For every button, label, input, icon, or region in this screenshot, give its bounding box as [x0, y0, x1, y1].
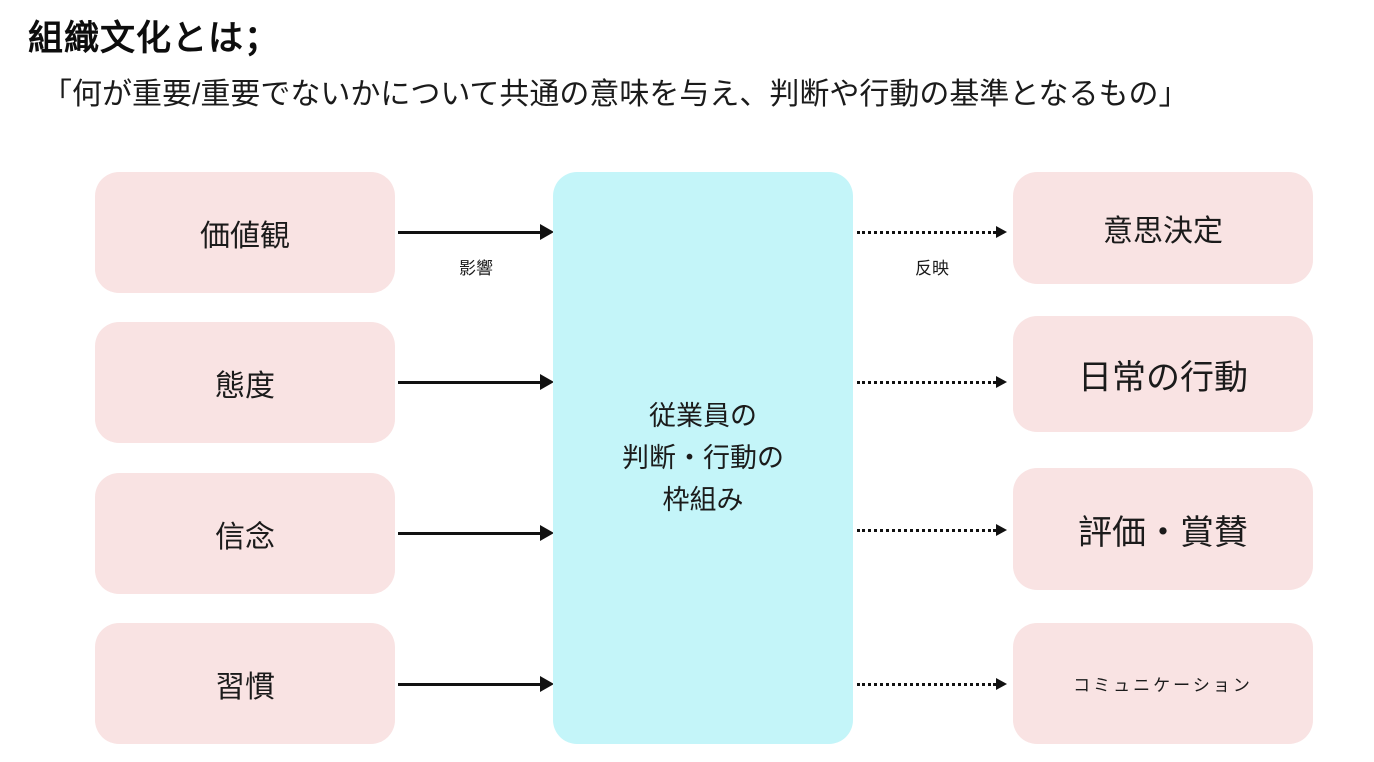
input-box-attitude: 態度 [95, 322, 395, 443]
arrow-shaft [398, 230, 540, 234]
arrowhead-icon [540, 676, 554, 692]
center-box: 従業員の 判断・行動の 枠組み [553, 172, 853, 744]
arrowhead-icon [996, 524, 1007, 536]
influence-arrow-1 [398, 224, 554, 240]
input-box-label: 価値観 [200, 219, 290, 253]
output-box-label: 意思決定 [1103, 215, 1223, 248]
reflection-arrow-1 [857, 224, 1007, 240]
influence-label: 影響 [459, 259, 493, 278]
arrow-shaft [857, 682, 996, 686]
reflection-label: 反映 [915, 259, 949, 278]
arrowhead-icon [996, 376, 1007, 388]
output-box-label: 日常の行動 [1078, 358, 1248, 397]
arrow-shaft [398, 531, 540, 535]
input-box-values: 価値観 [95, 172, 395, 293]
definition-text: 「何が重要/重要でないかについて共通の意味を与え、判断や行動の基準となるもの」 [42, 78, 1189, 111]
reflection-arrow-4 [857, 676, 1007, 692]
output-box-evaluation-praise: 評価・賞賛 [1013, 468, 1313, 590]
arrow-shaft [857, 230, 996, 234]
reflection-arrow-3 [857, 522, 1007, 538]
arrow-shaft [398, 380, 540, 384]
arrowhead-icon [540, 224, 554, 240]
input-box-beliefs: 信念 [95, 473, 395, 594]
arrowhead-icon [540, 525, 554, 541]
arrowhead-icon [540, 374, 554, 390]
output-box-daily-behavior: 日常の行動 [1013, 316, 1313, 432]
influence-arrow-3 [398, 525, 554, 541]
arrow-shaft [398, 682, 540, 686]
output-box-label: コミュニケーション [1073, 676, 1253, 695]
output-box-communication: コミュニケーション [1013, 623, 1313, 744]
center-box-line: 判断・行動の [622, 443, 784, 473]
output-box-decision-making: 意思決定 [1013, 172, 1313, 284]
arrow-shaft [857, 528, 996, 532]
arrowhead-icon [996, 678, 1007, 690]
input-box-label: 信念 [215, 520, 275, 554]
center-box-line: 枠組み [662, 485, 744, 515]
output-box-label: 評価・賞賛 [1078, 513, 1248, 552]
page-title: 組織文化とは； [28, 19, 281, 58]
reflection-arrow-2 [857, 374, 1007, 390]
influence-arrow-4 [398, 676, 554, 692]
arrow-shaft [857, 380, 996, 384]
center-box-line: 従業員の [649, 401, 757, 431]
input-box-habits: 習慣 [95, 623, 395, 744]
input-box-label: 習慣 [215, 670, 275, 704]
arrowhead-icon [996, 226, 1007, 238]
input-box-label: 態度 [215, 369, 275, 403]
influence-arrow-2 [398, 374, 554, 390]
